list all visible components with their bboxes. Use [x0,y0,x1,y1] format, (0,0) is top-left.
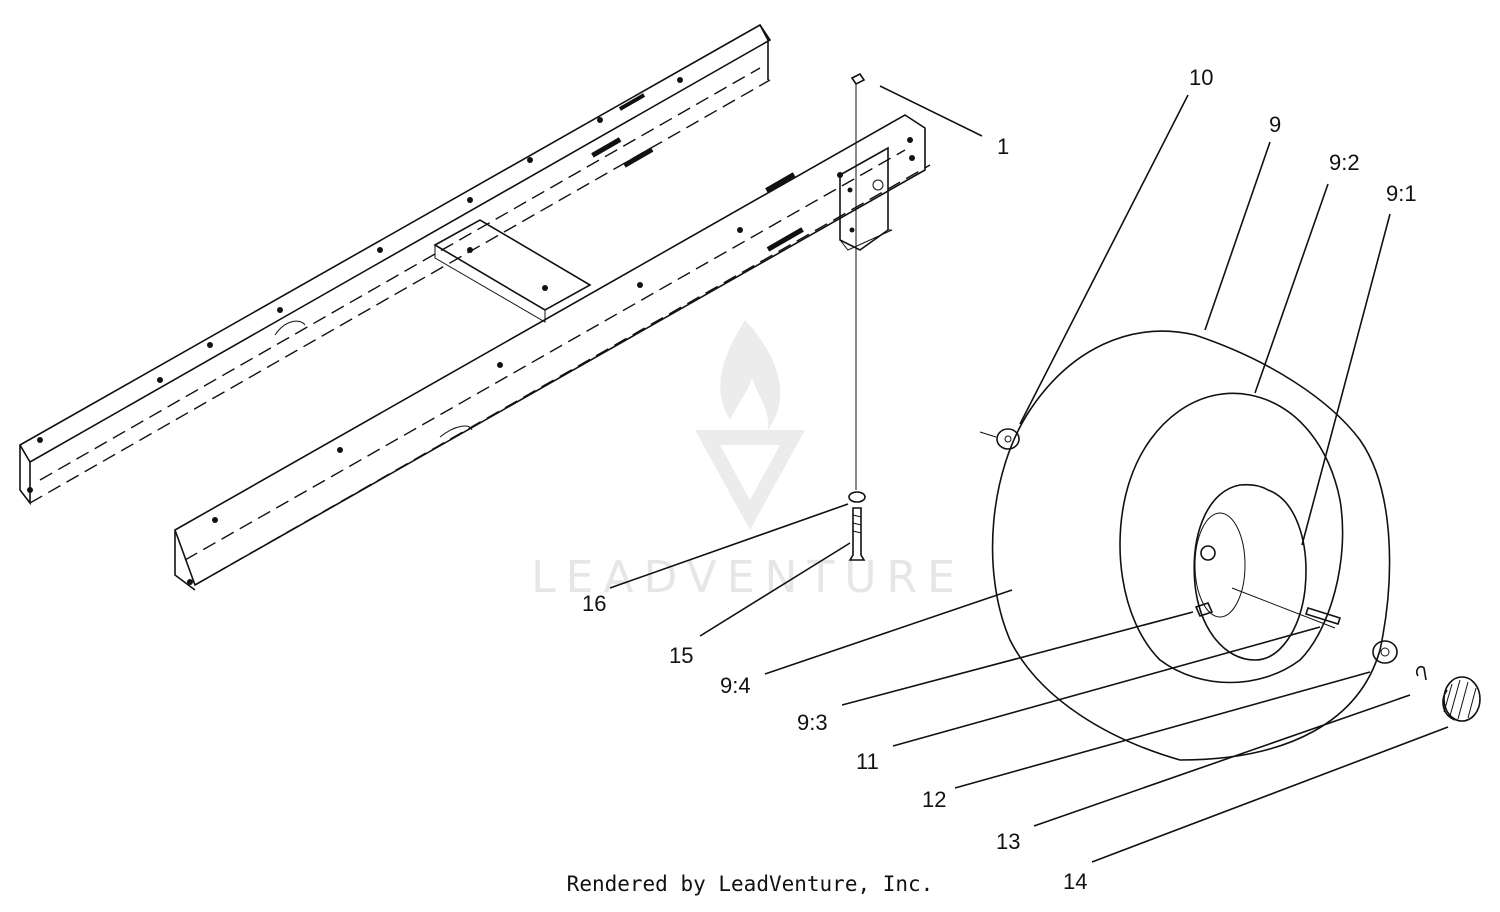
leader-9-2 [1254,183,1329,394]
watermark-flame-logo [720,320,781,430]
frame-rail-upper [18,23,772,506]
callout-14: 14 [1063,869,1087,894]
leader-12 [954,671,1371,789]
frame-rail-lower [174,114,931,591]
leader-11 [892,626,1321,747]
key-part-11 [1304,607,1342,625]
callout-12: 12 [922,787,946,812]
tire-sidewall-part-9-2 [1119,392,1344,684]
mounting-bracket [839,146,893,251]
callout-9-1: 9:1 [1386,181,1417,206]
callout-13: 13 [996,829,1020,854]
callout-9-2: 9:2 [1329,150,1360,175]
leader-9-3 [841,611,1194,706]
callout-16: 16 [582,591,606,616]
leader-10 [1019,94,1189,425]
leader-13 [1033,694,1411,827]
washer-part-10 [996,428,1020,450]
tire-part-9 [991,330,1391,761]
cap-part-14 [1442,676,1481,722]
callout-15: 15 [669,643,693,668]
watermark-text: LEADVENTURE [531,552,965,603]
leader-14 [1091,726,1449,863]
leader-16 [609,503,849,589]
leader-1 [879,85,983,137]
cross-member [433,219,592,323]
hardware-stack-part-1 [848,72,866,561]
callout-9-4: 9:4 [720,673,751,698]
leader-9 [1204,141,1271,331]
washer-part-16 [848,491,866,503]
ring-part-13 [1415,665,1427,681]
washer-part-12 [1372,640,1398,664]
leader-15 [699,542,851,637]
leadventure-watermark: LEADVENTURE [531,320,965,603]
bolt-part-15 [848,507,866,561]
footer-credit: Rendered by LeadVenture, Inc. [566,872,934,896]
watermark-v-logo [695,430,805,530]
leader-9-1 [1301,213,1391,546]
callout-1: 1 [997,134,1009,159]
valve-stem-part-9-3 [1194,602,1214,617]
wheel-assembly [991,330,1391,761]
callout-11: 11 [856,749,879,774]
rim-part-9-1 [1193,483,1307,661]
hub-bore [1200,545,1216,561]
callout-10: 10 [1189,65,1213,90]
callout-9: 9 [1269,112,1281,137]
leader-9-4 [764,589,1013,675]
callout-9-3: 9:3 [797,710,828,735]
